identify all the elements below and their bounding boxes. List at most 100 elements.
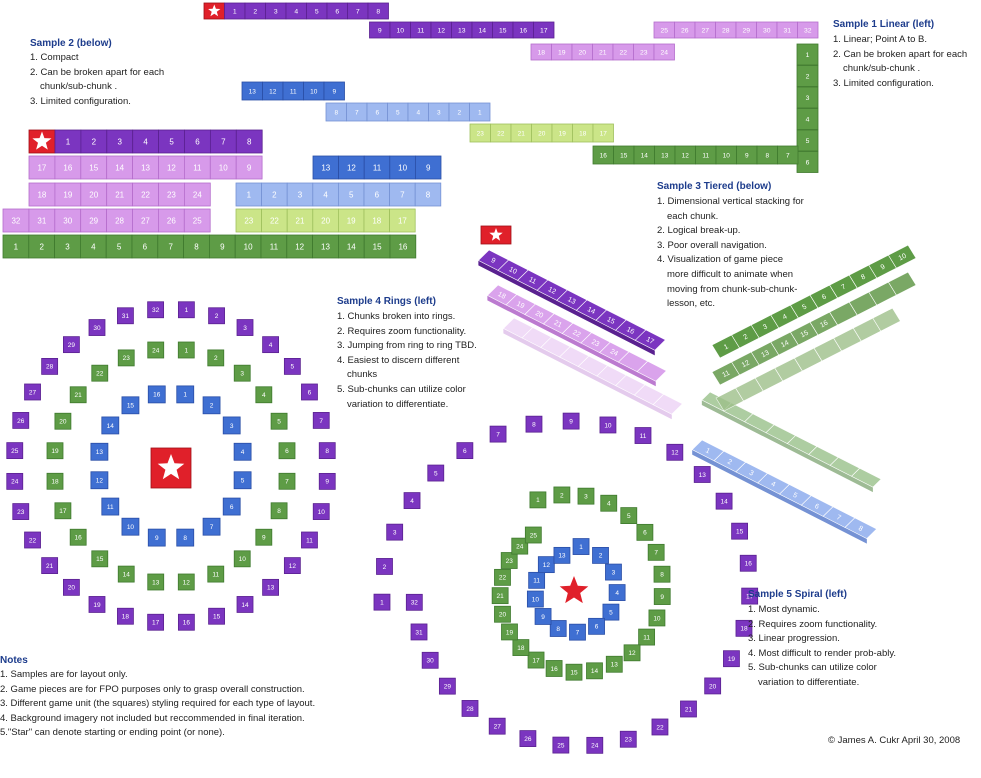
sample2-tile: 19 bbox=[54, 182, 82, 207]
sample4-ring-tile: 19 bbox=[88, 596, 106, 613]
sample4-ring-tile: 2 bbox=[207, 349, 225, 367]
svg-text:25: 25 bbox=[193, 216, 202, 225]
svg-text:21: 21 bbox=[518, 130, 526, 137]
sample1-tile: 11 bbox=[410, 21, 432, 39]
sample5-spiral-tile: 13 bbox=[605, 655, 623, 673]
sample5-point: 5. Sub-chunks can utilize color variatio… bbox=[748, 662, 877, 688]
svg-text:18: 18 bbox=[372, 216, 381, 225]
svg-text:9: 9 bbox=[262, 535, 266, 542]
svg-text:32: 32 bbox=[804, 27, 812, 34]
svg-text:5: 5 bbox=[434, 470, 438, 477]
sample4-point: 2. Requires zoom functionality. bbox=[337, 325, 467, 337]
sample2-tile: 11 bbox=[363, 155, 391, 180]
svg-text:13: 13 bbox=[96, 449, 104, 456]
sample5-spiral-tile: 8 bbox=[549, 620, 567, 637]
sample2-tile: 7 bbox=[389, 182, 416, 207]
svg-text:9: 9 bbox=[660, 594, 664, 601]
svg-text:15: 15 bbox=[89, 163, 98, 172]
sample1-tile: 6 bbox=[366, 102, 388, 122]
svg-text:17: 17 bbox=[600, 130, 608, 137]
svg-text:13: 13 bbox=[699, 472, 707, 479]
sample2-tile: 26 bbox=[157, 208, 185, 233]
svg-text:10: 10 bbox=[219, 163, 228, 172]
sample5-spiral-tile: 2 bbox=[592, 547, 609, 564]
svg-text:2: 2 bbox=[39, 242, 44, 251]
sample4-ring-tile: 10 bbox=[312, 503, 330, 520]
sample4-ring-tile: 13 bbox=[90, 442, 109, 461]
sample2-point: 1. Compact bbox=[30, 52, 79, 63]
svg-text:5: 5 bbox=[291, 364, 295, 371]
sample1-tile: 15 bbox=[492, 21, 514, 39]
sample4-ring-tile: 1 bbox=[176, 385, 195, 404]
svg-text:7: 7 bbox=[319, 418, 323, 425]
notes-point: 4. Background imagery not included but r… bbox=[0, 712, 305, 724]
sample5-spiral-tile: 17 bbox=[527, 651, 545, 669]
svg-text:22: 22 bbox=[141, 190, 150, 199]
sample1-tile: 12 bbox=[674, 145, 696, 165]
svg-text:22: 22 bbox=[96, 371, 104, 378]
sample5-spiral-tile: 7 bbox=[489, 425, 507, 443]
sample1-tile: 29 bbox=[735, 21, 757, 39]
copyright: © James A. Cukr April 30, 2008 bbox=[828, 735, 961, 746]
sample2-tile: 15 bbox=[363, 234, 391, 259]
svg-text:23: 23 bbox=[590, 339, 600, 349]
svg-text:2: 2 bbox=[560, 492, 564, 499]
sample4-ring-tile: 20 bbox=[63, 578, 80, 596]
sample3-shadow-layer bbox=[502, 317, 683, 420]
sample5-spiral-tile: 28 bbox=[461, 700, 479, 717]
svg-text:5: 5 bbox=[169, 137, 174, 146]
sample2-tile: 8 bbox=[414, 182, 442, 207]
sample2-tile: 11 bbox=[183, 155, 211, 180]
svg-text:11: 11 bbox=[107, 504, 114, 511]
sample4-ring-tile: 23 bbox=[12, 503, 30, 520]
sample1-tile: 18 bbox=[572, 123, 594, 143]
svg-text:11: 11 bbox=[290, 88, 297, 95]
svg-text:19: 19 bbox=[728, 656, 736, 663]
sample1-tile: 27 bbox=[694, 21, 716, 39]
svg-text:12: 12 bbox=[289, 563, 297, 570]
svg-text:14: 14 bbox=[115, 163, 124, 172]
sample3-title: Sample 3 Tiered (below) bbox=[657, 181, 772, 192]
sample2-tile: 22 bbox=[261, 208, 288, 233]
sample2-point: 2. Can be broken apart for each chunk/su… bbox=[30, 66, 165, 93]
sample2-tile: 15 bbox=[80, 155, 108, 180]
svg-text:19: 19 bbox=[93, 602, 101, 609]
svg-text:3: 3 bbox=[806, 95, 810, 102]
svg-text:10: 10 bbox=[318, 509, 326, 516]
svg-text:11: 11 bbox=[193, 163, 202, 172]
svg-text:6: 6 bbox=[375, 190, 380, 199]
svg-text:18: 18 bbox=[517, 645, 525, 652]
svg-text:6: 6 bbox=[335, 8, 339, 15]
svg-text:12: 12 bbox=[682, 152, 690, 159]
sample1-tile: 10 bbox=[715, 145, 737, 165]
svg-text:12: 12 bbox=[183, 579, 191, 586]
svg-text:12: 12 bbox=[347, 163, 356, 172]
svg-text:26: 26 bbox=[524, 736, 532, 743]
sample4-ring-tile: 8 bbox=[176, 528, 195, 547]
sample2-tile: 1 bbox=[235, 182, 263, 207]
sample5-spiral-tile: 1 bbox=[572, 538, 590, 555]
svg-text:17: 17 bbox=[398, 216, 407, 225]
svg-text:8: 8 bbox=[183, 535, 187, 542]
svg-text:8: 8 bbox=[765, 152, 769, 159]
sample5-spiral-tile: 2 bbox=[553, 486, 571, 504]
svg-text:1: 1 bbox=[704, 447, 711, 455]
svg-text:7: 7 bbox=[496, 431, 500, 438]
svg-text:14: 14 bbox=[107, 423, 115, 430]
sample1-title: Sample 1 Linear (left) bbox=[833, 19, 935, 30]
svg-text:24: 24 bbox=[193, 190, 202, 199]
sample1-tile: 5 bbox=[796, 129, 819, 152]
sample1-tile: 9 bbox=[736, 145, 758, 165]
svg-text:17: 17 bbox=[37, 163, 46, 172]
svg-text:15: 15 bbox=[96, 556, 104, 563]
svg-text:2: 2 bbox=[383, 564, 387, 571]
sample4-ring-tile: 9 bbox=[147, 528, 166, 547]
sample4-ring-tile: 11 bbox=[101, 497, 120, 516]
svg-text:28: 28 bbox=[115, 216, 124, 225]
sample5-spiral-tile: 7 bbox=[647, 543, 665, 561]
sample5-spiral-tile: 21 bbox=[491, 587, 509, 605]
sample4-ring-tile: 10 bbox=[233, 550, 251, 568]
sample4-ring-tile: 3 bbox=[236, 319, 254, 336]
sample2-tile: 5 bbox=[105, 234, 133, 259]
